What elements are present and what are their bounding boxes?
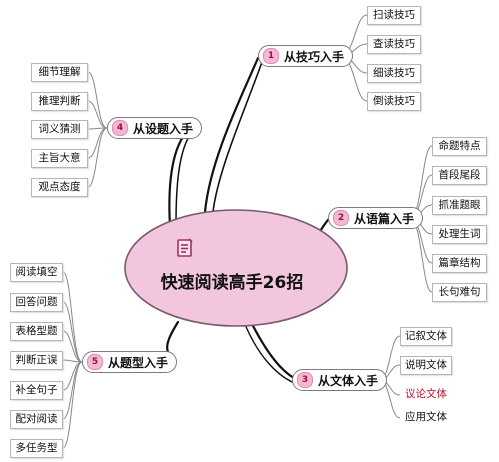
branch-5-label: 从题型入手 [108, 355, 169, 370]
leaf-b1-1[interactable]: 查读技巧 [367, 35, 421, 54]
leaf-b4-0[interactable]: 细节理解 [31, 63, 88, 82]
leaf-b2-0[interactable]: 命题特点 [432, 137, 487, 156]
leaf-b3-1[interactable]: 说明文体 [400, 356, 452, 375]
center-ellipse [124, 209, 348, 327]
branch-3-number: 3 [297, 372, 313, 388]
leaf-b5-5[interactable]: 配对阅读 [10, 410, 63, 429]
leaf-b5-0[interactable]: 阅读填空 [10, 263, 63, 282]
branch-1[interactable]: 1 从技巧入手 [258, 45, 354, 67]
leaf-b3-0[interactable]: 记叙文体 [400, 327, 452, 346]
branch-3[interactable]: 3 从文体入手 [292, 369, 388, 391]
center-title: 快速阅读高手26招 [160, 273, 304, 293]
leaf-b5-4[interactable]: 补全句子 [10, 381, 63, 400]
leaf-b4-4[interactable]: 观点态度 [31, 178, 88, 197]
branch-5-number: 5 [87, 354, 103, 370]
line-branch-5 [166, 320, 180, 354]
branch-1-label: 从技巧入手 [284, 49, 345, 64]
leaf-b2-3[interactable]: 处理生词 [432, 225, 487, 244]
leaf-b5-1[interactable]: 回答问题 [10, 293, 63, 312]
leaf-b1-2[interactable]: 细读技巧 [367, 64, 421, 83]
leaf-b4-2[interactable]: 词义猜测 [31, 120, 88, 139]
leaf-b3-2[interactable]: 议论文体 [405, 388, 447, 400]
branch-2-label: 从语篇入手 [354, 211, 415, 226]
notepad-icon [177, 238, 193, 257]
branch-4-label: 从设题入手 [133, 121, 194, 136]
leaf-b1-0[interactable]: 扫读技巧 [367, 6, 421, 25]
leaf-b5-6[interactable]: 多任务型 [10, 439, 63, 458]
branch-4-number: 4 [112, 120, 128, 136]
line-branch-3 [248, 318, 296, 380]
leaf-b2-4[interactable]: 篇章结构 [432, 254, 487, 273]
leaf-b4-3[interactable]: 主旨大意 [31, 149, 88, 168]
line-branch-1 [203, 56, 260, 214]
leaf-b5-2[interactable]: 表格型题 [10, 322, 63, 341]
branch-4[interactable]: 4 从设题入手 [107, 117, 203, 139]
branch-3-label: 从文体入手 [318, 373, 379, 388]
branch-1-number: 1 [263, 48, 279, 64]
leaf-b2-2[interactable]: 抓准题眼 [432, 196, 487, 215]
leaf-b4-1[interactable]: 推理判断 [31, 92, 88, 111]
branch-2-number: 2 [333, 210, 349, 226]
leaf-b2-5[interactable]: 长句难句 [432, 283, 487, 302]
branch-5[interactable]: 5 从题型入手 [82, 351, 178, 373]
leaf-b3-3[interactable]: 应用文体 [405, 411, 447, 423]
leaf-b2-1[interactable]: 首段尾段 [432, 166, 487, 185]
branch-2[interactable]: 2 从语篇入手 [328, 207, 424, 229]
leaf-b5-3[interactable]: 判断正误 [10, 351, 63, 370]
leaf-b1-3[interactable]: 倒读技巧 [367, 92, 421, 111]
